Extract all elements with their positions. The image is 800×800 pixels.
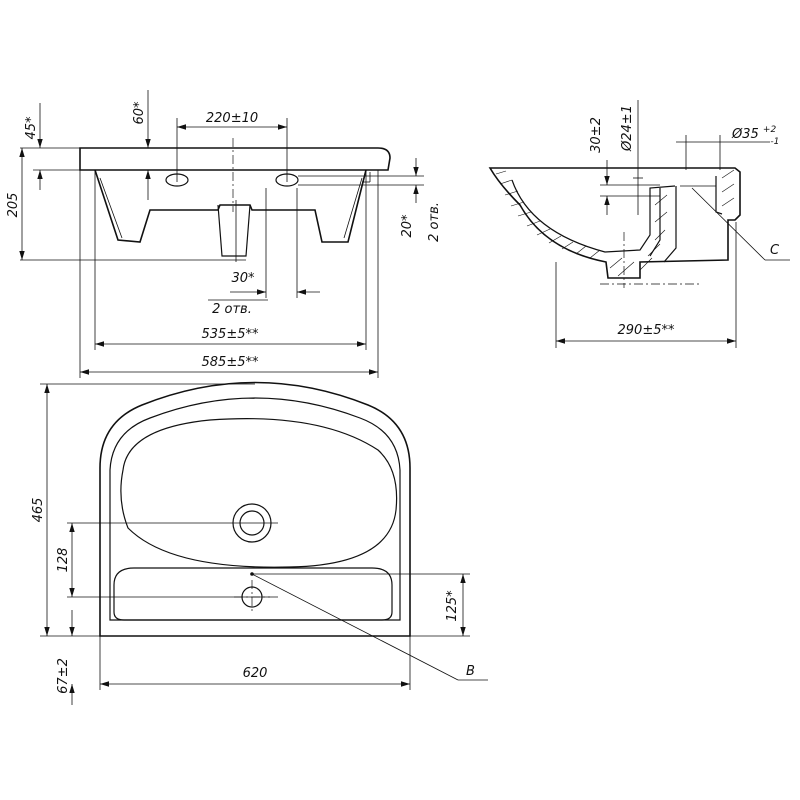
dim-diameter-24: Ø24±1: [620, 105, 635, 152]
dim-length-465: 465: [31, 498, 46, 523]
dim-60: 60*: [132, 101, 147, 125]
dim-height-205: 205: [6, 193, 21, 218]
top-basin-inner: [109, 397, 401, 621]
label-section-c: C: [770, 243, 780, 258]
dim-width-620: 620: [243, 666, 268, 681]
top-deck: [113, 567, 393, 621]
top-view: 465 128 67±2 620 125* B: [31, 381, 488, 705]
dim-width-585: 585±5**: [202, 355, 259, 370]
side-bowl-inner: [511, 179, 676, 253]
dim-125: 125*: [445, 590, 460, 622]
dim-hole-count-right: 2 отв.: [427, 202, 442, 242]
top-bowl: [120, 418, 398, 568]
dim-tap-spacing: 220±10: [206, 111, 258, 126]
dim-diameter-35: Ø35 +2 -1: [731, 121, 780, 147]
front-basin-rim: [79, 147, 391, 171]
dim-diameter-35-upper-tol: +2: [763, 125, 777, 135]
dim-30-2: 30±2: [589, 117, 604, 153]
side-basin-section: [488, 167, 741, 279]
front-basin-body: [94, 169, 367, 243]
label-b: B: [466, 664, 475, 679]
dim-128: 128: [56, 548, 71, 573]
side-view: 30±2 Ø24±1 Ø35 +2 -1 C 290±5**: [488, 100, 790, 348]
front-drain-spout: [217, 204, 251, 257]
dim-hole-20: 20*: [400, 214, 415, 238]
dim-67: 67±2: [56, 658, 71, 694]
dim-top-45: 45*: [24, 116, 39, 140]
dim-diameter-35-base: Ø35: [731, 127, 759, 142]
top-basin-outline: [99, 381, 411, 637]
dim-width-535: 535±5**: [202, 327, 259, 342]
dim-diameter-35-lower-tol: -1: [770, 137, 779, 147]
dim-depth-290: 290±5**: [618, 323, 675, 338]
front-view: 220±10 45* 60* 205 20* 2 отв. 30* 2 отв.: [6, 90, 442, 378]
dim-hole-30: 30*: [231, 271, 255, 286]
dim-hole-count-bottom: 2 отв.: [212, 302, 252, 317]
